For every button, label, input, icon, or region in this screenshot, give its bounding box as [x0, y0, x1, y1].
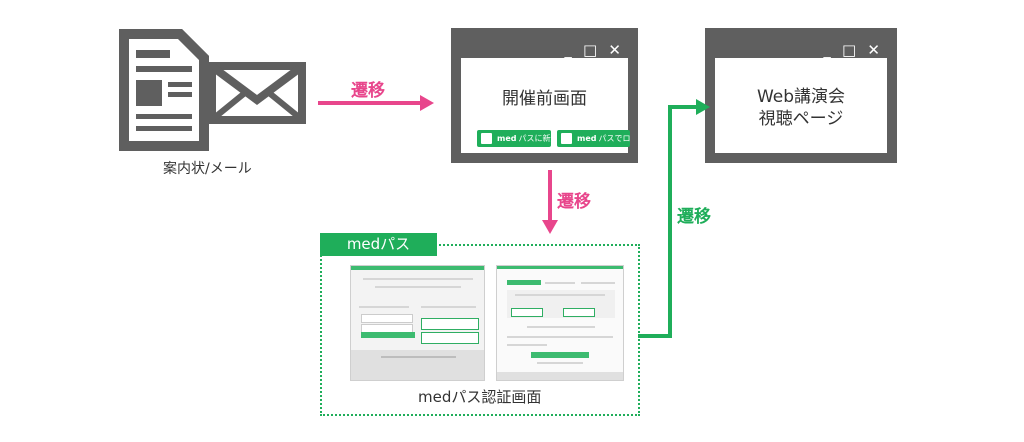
medpass-logo-icon	[561, 133, 572, 144]
medpass-register-button[interactable]: medパスに新規登録	[477, 130, 551, 147]
arrow-down-icon	[542, 170, 558, 234]
medpass-login-button[interactable]: medパスでログイン	[557, 130, 630, 147]
medpass-logo-icon	[481, 133, 492, 144]
medpass-caption: medパス認証画面	[418, 388, 542, 406]
invitation-caption: 案内状/メール	[163, 161, 252, 177]
arrow-label-transition-1: 遷移	[351, 81, 385, 101]
window-controls[interactable]: _ □ ✕	[823, 41, 883, 59]
medpass-tab: medパス	[320, 233, 437, 256]
arrow-label-transition-2: 遷移	[557, 192, 591, 212]
medpass-login-thumbnail[interactable]	[350, 265, 485, 381]
arrow-label-transition-3: 遷移	[677, 207, 711, 227]
arrow-elbow-icon	[638, 99, 710, 338]
medpass-panel	[320, 244, 640, 416]
arrow-right-icon	[318, 95, 434, 111]
web-lecture-title-line2: 視聴ページ	[758, 109, 844, 129]
window-controls[interactable]: _ □ ✕	[564, 41, 624, 59]
pre-event-window: _ □ ✕ 開催前画面 medパスに新規登録 medパスでログイン	[451, 28, 638, 163]
web-lecture-window: _ □ ✕ Web講演会 視聴ページ	[705, 28, 897, 163]
document-icon	[119, 29, 209, 151]
envelope-icon	[208, 62, 306, 124]
medpass-auth-thumbnail[interactable]	[496, 265, 624, 381]
web-lecture-title-line1: Web講演会	[756, 87, 846, 107]
pre-event-title: 開催前画面	[502, 89, 587, 109]
